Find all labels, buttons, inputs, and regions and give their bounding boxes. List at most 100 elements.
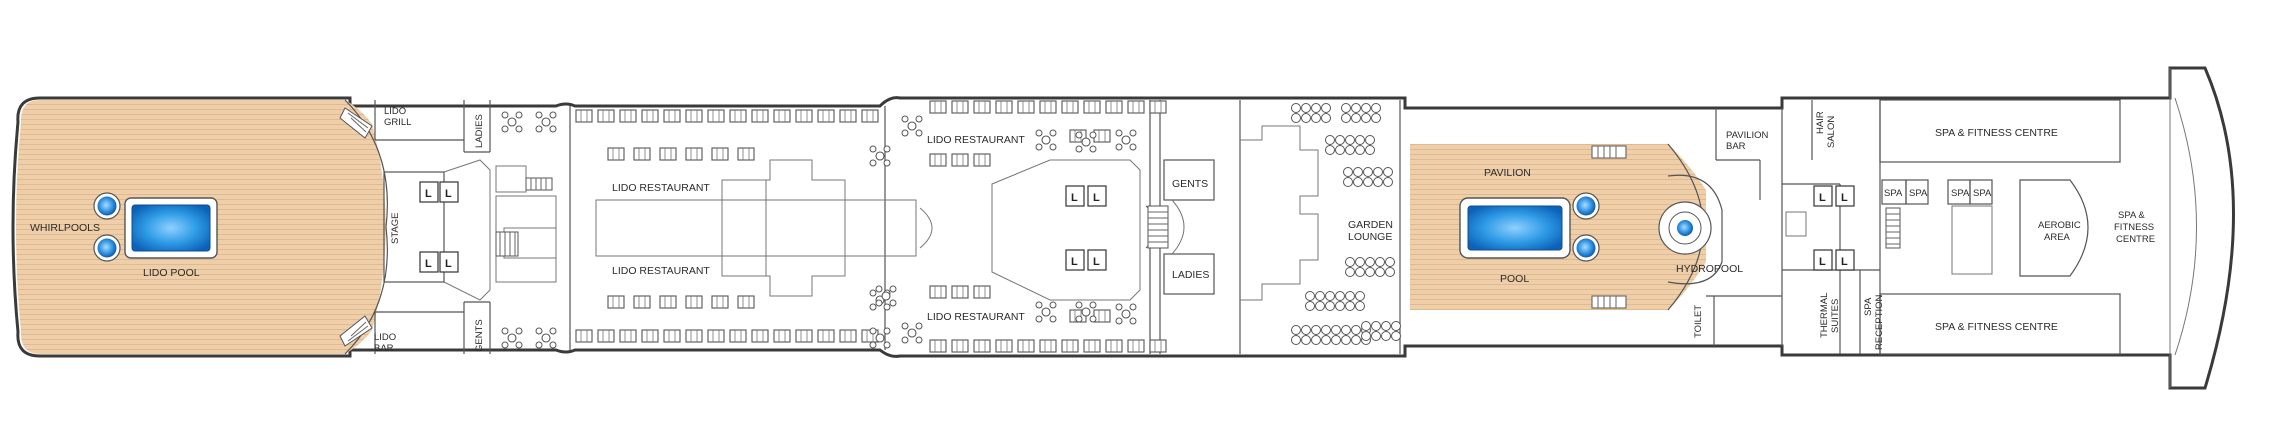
chair	[501, 111, 509, 119]
round-table	[1081, 307, 1091, 317]
chair	[1049, 315, 1057, 323]
ladies-mid-label: LADIES	[1172, 269, 1209, 281]
chair	[1385, 257, 1395, 267]
chair	[1365, 145, 1375, 155]
lido-restaurant-label-4: LIDO RESTAURANT	[927, 311, 1025, 323]
lido-restaurant-label-3: LIDO RESTAURANT	[927, 134, 1025, 146]
booth-table	[729, 109, 747, 123]
chair	[915, 322, 923, 330]
mid-lifts-bottom[interactable]: L L	[1065, 249, 1107, 271]
aft-lifts-bottom[interactable]: L L	[419, 251, 459, 273]
round-table	[875, 151, 885, 161]
booth-table	[751, 329, 769, 343]
pavilion-stairs-bottom[interactable]	[1591, 295, 1627, 309]
round-table	[1081, 137, 1091, 147]
aft-pool-deck: WHIRLPOOLS LIDO POOL	[16, 99, 388, 355]
svg-text:L: L	[445, 258, 452, 270]
aft-lifts-top[interactable]: L L	[419, 181, 459, 203]
aft-service-area: L L L L LIDO GRILL LADIES STAGE LIDO BAR…	[374, 100, 557, 354]
chair	[1035, 143, 1043, 151]
chair	[1375, 257, 1385, 267]
chair	[1315, 301, 1325, 311]
booth-table	[773, 329, 791, 343]
booth-table	[973, 339, 991, 353]
spa-fitness-top-label: SPA & FITNESS CENTRE	[1935, 127, 2058, 139]
chair	[1115, 129, 1123, 137]
chair	[1331, 325, 1341, 335]
chair	[1363, 177, 1373, 187]
chair	[1311, 335, 1321, 345]
chair	[1371, 321, 1381, 331]
chair	[1311, 103, 1321, 113]
booth-table	[1083, 100, 1101, 114]
ladies-label: LADIES	[474, 114, 485, 148]
chair	[1335, 145, 1345, 155]
spa-fitness-bottom-label: SPA & FITNESS CENTRE	[1935, 321, 2058, 333]
chair	[1325, 135, 1335, 145]
booth-table	[839, 329, 857, 343]
booth-table	[619, 109, 637, 123]
chair	[1291, 113, 1301, 123]
booth-table	[663, 329, 681, 343]
booth-table	[729, 329, 747, 343]
mid-staircase[interactable]	[1145, 205, 1169, 249]
svg-text:L: L	[1819, 256, 1826, 268]
whirlpools-label: WHIRLPOOLS	[30, 222, 100, 234]
aft-staircase-top[interactable]	[525, 177, 553, 191]
booth-table	[795, 329, 813, 343]
forward-lifts-bottom[interactable]: L L	[1813, 249, 1855, 271]
booth-table	[1017, 100, 1035, 114]
chair	[1365, 257, 1375, 267]
booth-table	[817, 329, 835, 343]
pavilion-deck: PAVILION POOL	[1410, 143, 1706, 311]
aft-staircase[interactable]	[495, 231, 519, 257]
chair	[549, 125, 557, 133]
booth-table	[1039, 100, 1057, 114]
thermal-suites-label: THERMAL	[1819, 293, 1830, 338]
chair	[1345, 257, 1355, 267]
chair	[1075, 131, 1083, 139]
chair	[869, 303, 877, 311]
chair	[1375, 267, 1385, 277]
svg-text:L: L	[1071, 256, 1078, 268]
pavilion-stairs-top[interactable]	[1591, 145, 1627, 159]
chair	[1315, 291, 1325, 301]
pavilion-bar-label: PAVILION	[1726, 130, 1769, 141]
chair	[1089, 145, 1097, 153]
chair	[535, 111, 543, 119]
chair	[1035, 129, 1043, 137]
aft-stairs-bottom[interactable]	[339, 315, 373, 347]
booth-table	[685, 147, 703, 161]
chair	[883, 159, 891, 167]
chair	[1361, 113, 1371, 123]
mid-lifts-top[interactable]: L L	[1065, 185, 1107, 207]
booth-table	[995, 100, 1013, 114]
chair	[1345, 145, 1355, 155]
chair	[1129, 129, 1137, 137]
round-table	[1041, 135, 1051, 145]
spa-room-3-label: SPA	[1951, 188, 1970, 199]
chair	[869, 145, 877, 153]
chair	[1325, 291, 1335, 301]
lido-restaurant: L L L L LIDO RESTAURANT LIDO RESTAURANT …	[569, 100, 1241, 354]
chair	[1351, 325, 1361, 335]
stage-label: STAGE	[390, 213, 401, 245]
booth-table	[711, 147, 729, 161]
aft-stairs-top[interactable]	[339, 107, 373, 139]
chair	[1305, 301, 1315, 311]
chair	[1341, 103, 1351, 113]
chair	[889, 299, 897, 307]
garden-lounge-label-2: LOUNGE	[1348, 231, 1392, 243]
booth-table	[659, 295, 677, 309]
booth-table	[973, 153, 991, 167]
chair	[549, 327, 557, 335]
chair	[1361, 321, 1371, 331]
hydropool-label: HYDROPOOL	[1676, 263, 1743, 275]
spa-section: L L L L HAIR SALON THERMAL SUITES SPA RE…	[1782, 99, 2155, 355]
chair	[1129, 317, 1137, 325]
chair	[1391, 331, 1401, 341]
chair	[1301, 325, 1311, 335]
forward-staircase[interactable]	[1885, 207, 1901, 249]
forward-lifts-top[interactable]: L L	[1813, 185, 1855, 207]
